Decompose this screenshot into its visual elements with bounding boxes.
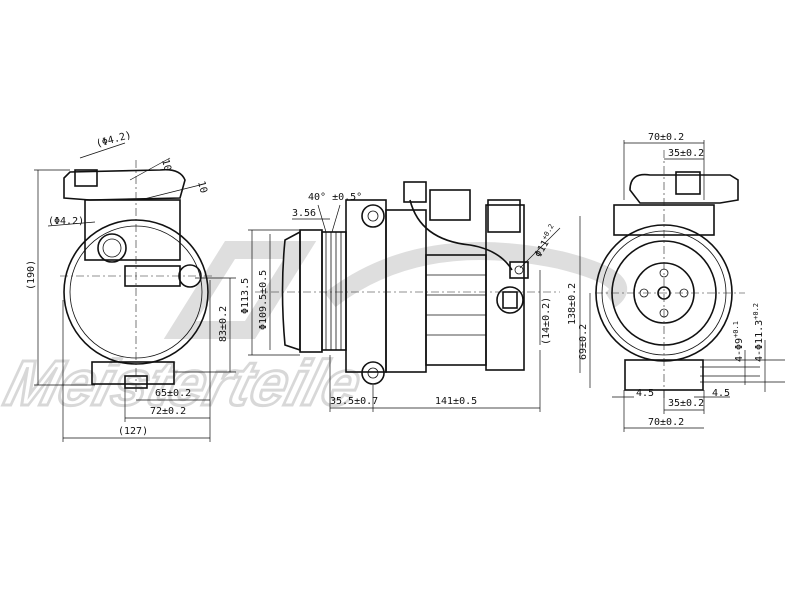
front-view-compressor [60, 160, 215, 395]
dim-edge-left: 4.5 [636, 388, 654, 399]
dim-top-width: 70±0.2 [648, 132, 684, 143]
side-view-dimensions: Φ113.5 Φ109.5±0.5 40° ±0.5° 3.56 Φ11+0.2… [240, 192, 581, 412]
dim-body-length: 141±0.5 [435, 396, 477, 407]
rear-view-dimensions: 70±0.2 35±0.2 69±0.2 4.5 4.5 35±0.2 70±0… [578, 132, 785, 432]
dim-connector-dia-side: (Φ4.2) [48, 216, 84, 227]
watermark-logo: Meisterteile [0, 241, 627, 420]
dim-bottom-width: 70±0.2 [648, 417, 684, 428]
dim-width-65: 65±0.2 [155, 388, 191, 399]
dim-hole-small: 4-Φ9+0.1 [732, 321, 745, 362]
watermark-text: Meisterteile [0, 347, 369, 419]
dim-offset-b: 10 [195, 180, 209, 194]
front-view-dimensions: (190) 83±0.2 65±0.2 72±0.2 (127) (Φ4.2) … [26, 130, 236, 442]
dim-half-height: 69±0.2 [578, 324, 589, 360]
rear-view-compressor [595, 150, 745, 400]
dim-bottom-half: 35±0.2 [668, 398, 704, 409]
dim-port-offset: (14±0.2) [541, 297, 552, 345]
dim-mount-span: 138±0.2 [567, 283, 578, 325]
dim-top-half: 35±0.2 [668, 148, 704, 159]
dim-offset-a: 10 [159, 158, 173, 172]
dim-overall-width: (127) [118, 426, 148, 437]
dim-mount-height: 83±0.2 [218, 306, 229, 342]
side-view-compressor [255, 181, 560, 385]
dim-groove-depth: 3.56 [292, 208, 316, 219]
dim-hole-large: 4-Φ11.3+0.2 [752, 303, 765, 362]
dim-pulley-outer-dia: Φ113.5 [240, 278, 251, 314]
dim-groove-angle: 40° ±0.5° [308, 192, 362, 203]
dim-pulley-to-mount: 35.5±0.7 [330, 396, 378, 407]
dim-width-72: 72±0.2 [150, 406, 186, 417]
dim-edge-right: 4.5 [712, 388, 730, 399]
dim-pulley-dia: Φ109.5±0.5 [258, 270, 269, 330]
dim-overall-height: (190) [26, 260, 37, 290]
